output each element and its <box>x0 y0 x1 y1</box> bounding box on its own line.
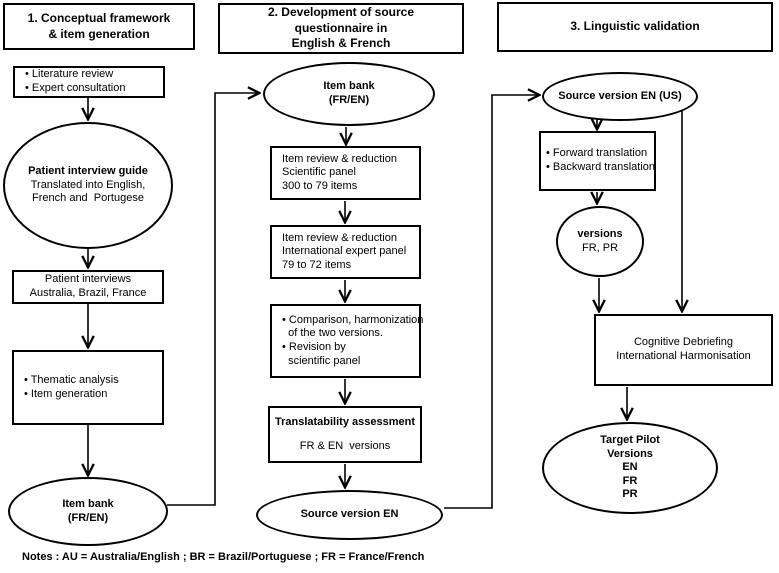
node-patient-interviews: Patient interviews Australia, Brazil, Fr… <box>12 270 164 304</box>
section-header-2: 2. Development of source questionnaire i… <box>218 3 464 54</box>
node-review-scientific-panel-text: Item review & reduction Scientific panel… <box>282 152 397 192</box>
node-translatability-assessment-text: FR & EN versions <box>299 439 391 452</box>
node-source-version-en-text: Source version EN <box>300 508 399 521</box>
node-source-version-en-us-text: Source version EN (US) <box>558 89 682 102</box>
node-translatability-assessment-title: Translatability assessment <box>274 415 415 428</box>
node-item-bank-1: Item bank (FR/EN) <box>8 477 168 546</box>
node-versions-fr-pr-title: versions <box>577 227 623 240</box>
node-source-version-en-us: Source version EN (US) <box>542 72 698 121</box>
node-review-expert-panel: Item review & reduction International ex… <box>270 225 421 279</box>
node-patient-interview-guide: Patient interview guide Translated into … <box>3 122 173 249</box>
node-versions-fr-pr: versions FR, PR <box>556 206 644 277</box>
node-thematic-analysis-text: • Thematic analysis • Item generation <box>24 373 119 400</box>
node-review-expert-panel-text: Item review & reduction International ex… <box>282 231 407 271</box>
node-item-bank-2: Item bank (FR/EN) <box>263 62 435 126</box>
node-comparison-harmonization: • Comparison, harmonization of the two v… <box>270 304 424 378</box>
section-header-1-label: 1. Conceptual framework & item generatio… <box>27 10 171 41</box>
section-header-3: 3. Linguistic validation <box>497 2 773 52</box>
section-header-2-label: 2. Development of source questionnaire i… <box>267 5 415 51</box>
node-item-bank-1-text: Item bank (FR/EN) <box>62 497 114 524</box>
node-target-pilot-versions: Target Pilot Versions EN FR PR <box>542 422 718 514</box>
node-forward-backward-translation: • Forward translation • Backward transla… <box>539 131 656 191</box>
node-translatability-assessment: Translatability assessment FR & EN versi… <box>268 406 422 463</box>
node-cognitive-debriefing: Cognitive Debriefing International Harmo… <box>594 314 773 386</box>
node-forward-backward-translation-text: • Forward translation • Backward transla… <box>546 147 656 173</box>
node-versions-fr-pr-text: FR, PR <box>581 241 619 254</box>
node-patient-interviews-text: Patient interviews Australia, Brazil, Fr… <box>29 273 147 299</box>
node-patient-interview-guide-title: Patient interview guide <box>28 165 148 178</box>
node-patient-interview-guide-text: Translated into English, French and Port… <box>30 178 146 205</box>
node-literature-review-text: • Literature review • Expert consultatio… <box>25 68 126 94</box>
node-review-scientific-panel: Item review & reduction Scientific panel… <box>270 146 421 200</box>
node-target-pilot-versions-text: Target Pilot Versions EN FR PR <box>600 433 660 501</box>
node-comparison-harmonization-text: • Comparison, harmonization of the two v… <box>282 313 424 367</box>
node-source-version-en: Source version EN <box>256 490 443 540</box>
figure-notes: Notes : AU = Australia/English ; BR = Br… <box>22 551 425 563</box>
node-cognitive-debriefing-text: Cognitive Debriefing International Harmo… <box>616 336 751 362</box>
node-literature-review: • Literature review • Expert consultatio… <box>13 66 165 98</box>
node-item-bank-2-text: Item bank (FR/EN) <box>323 80 375 106</box>
section-header-3-label: 3. Linguistic validation <box>570 19 700 34</box>
section-header-1: 1. Conceptual framework & item generatio… <box>3 3 195 50</box>
node-thematic-analysis: • Thematic analysis • Item generation <box>12 350 164 425</box>
